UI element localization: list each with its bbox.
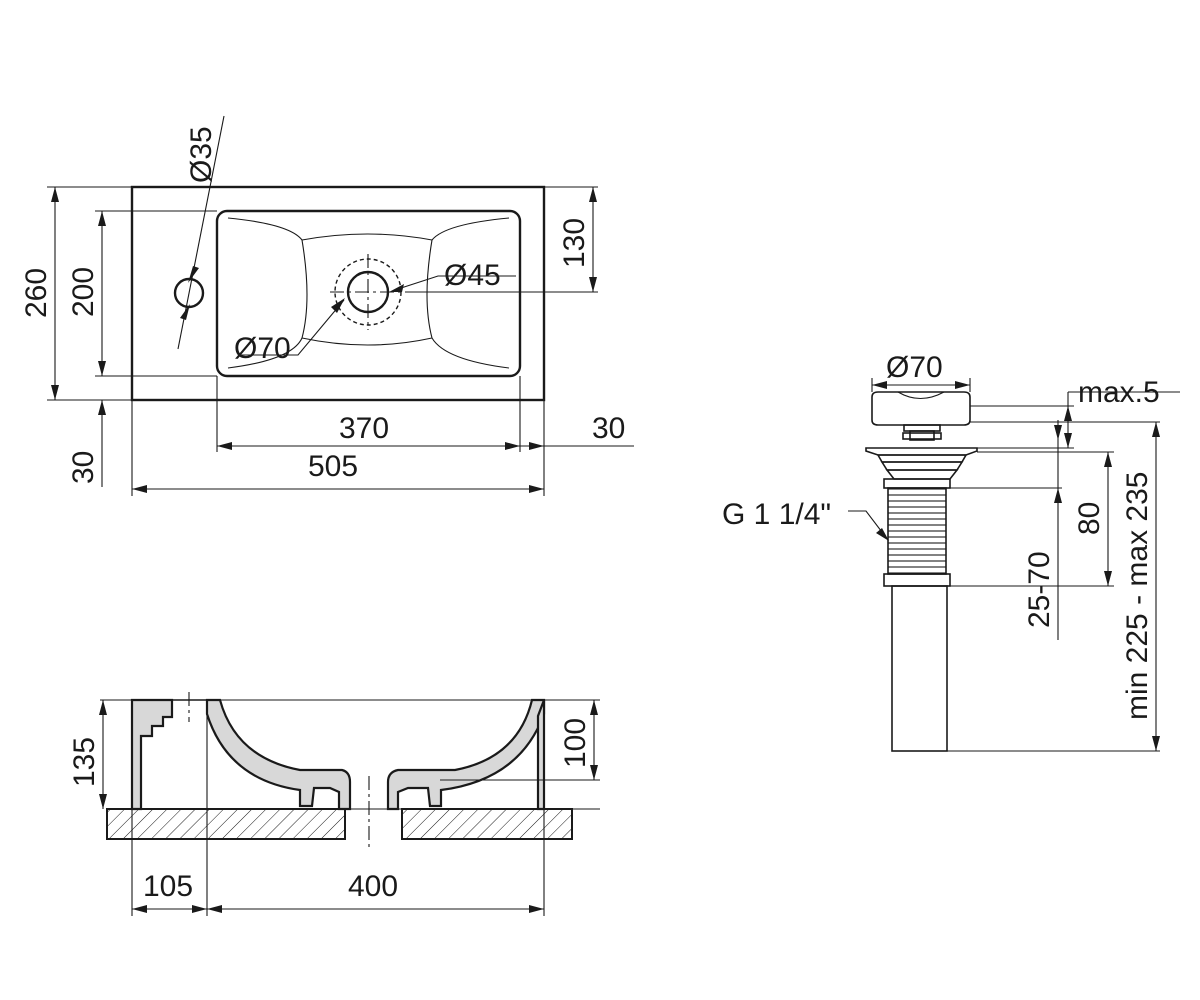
depth-bowl-label: 200 [67, 267, 100, 317]
countertop-left [106, 808, 346, 840]
drain-detail: Ø70 max.5 80 25-70 min 225 - max 235 [722, 351, 1180, 752]
top-view: Ø35 Ø45 Ø70 260 200 [20, 115, 634, 496]
bowl-outline [215, 209, 522, 378]
countertop-right [401, 808, 573, 840]
drain-thread [887, 487, 947, 575]
thread-length-label: 80 [1073, 502, 1106, 535]
cap-dia-label: Ø70 [886, 351, 943, 384]
height-bowl-label: 100 [559, 718, 592, 768]
bowl-contour [227, 217, 308, 369]
width-overall-label: 505 [308, 450, 358, 483]
total-length-label: min 225 - max 235 [1121, 472, 1154, 720]
basin-outline [130, 185, 546, 402]
thread-size-label: G 1 1/4" [722, 498, 831, 531]
bowl-contour [301, 233, 433, 241]
drain-pipe [891, 585, 948, 752]
cap-gap-label: max.5 [1078, 376, 1160, 409]
bowl-span-label: 400 [348, 870, 398, 903]
height-overall-label: 135 [68, 737, 101, 787]
drain-ring-dia-label: Ø70 [234, 332, 291, 365]
depth-front-label: 30 [67, 451, 100, 484]
drain-position-label: 130 [558, 218, 591, 268]
front-view: 135 100 105 400 [68, 692, 600, 916]
bowl-contour [426, 217, 510, 369]
left-offset-label: 105 [143, 870, 193, 903]
adjust-range-label: 25-70 [1023, 551, 1056, 628]
drain-dia-label: Ø45 [444, 259, 501, 292]
bowl-contour [301, 337, 433, 346]
basin-section-left [130, 698, 174, 811]
width-right-label: 30 [592, 412, 625, 445]
width-bowl-label: 370 [339, 412, 389, 445]
drain-cap [871, 391, 971, 426]
basin-section-bowl [386, 698, 546, 811]
basin-section-right [536, 699, 546, 811]
drain-flange [865, 447, 978, 456]
depth-overall-label: 260 [20, 268, 53, 318]
faucet-hole-dia-label: Ø35 [185, 126, 218, 183]
basin-section-bowl [205, 698, 352, 811]
